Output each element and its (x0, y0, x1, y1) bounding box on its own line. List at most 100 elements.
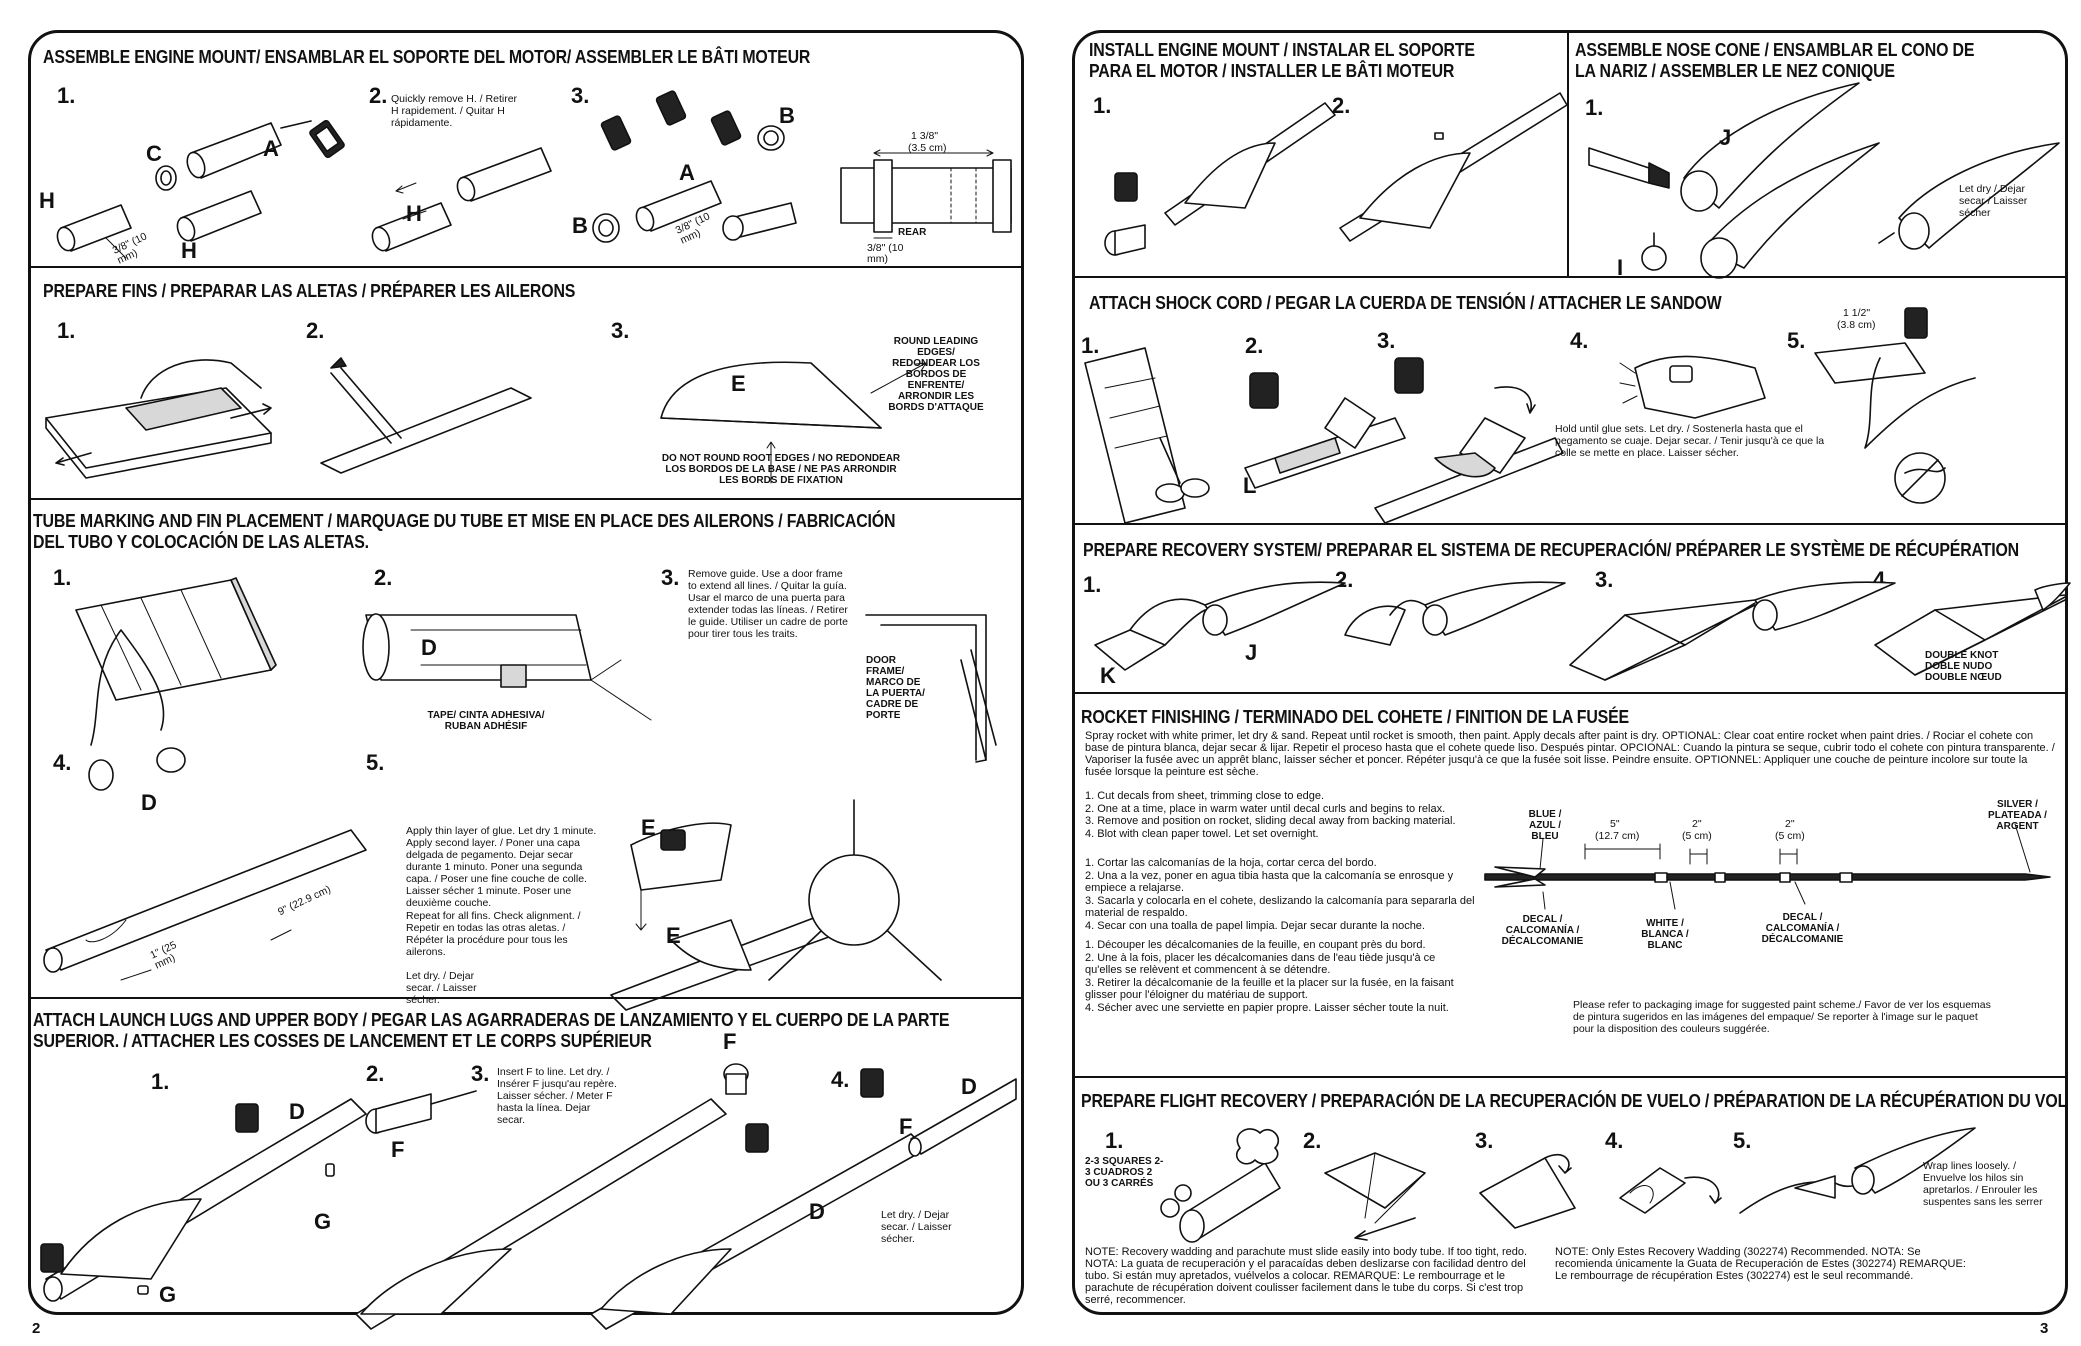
section-title: ATTACH LAUNCH LUGS AND UPPER BODY / PEGA… (33, 1009, 950, 1030)
section-title: ASSEMBLE ENGINE MOUNT/ ENSAMBLAR EL SOPO… (43, 46, 811, 67)
dimension-label: (3.5 cm) (908, 142, 947, 154)
rear-label: REAR (898, 227, 927, 238)
part-label-I: I (1617, 255, 1624, 280)
decal-label: DECAL / CALCOMANÍA / DÉCALCOMANIE (1761, 912, 1844, 945)
part-label-D: D (289, 1099, 305, 1124)
step-number: 3. (1475, 1128, 1494, 1153)
hold-note: Hold until glue sets. Let dry. / Sostene… (1555, 423, 1825, 459)
fins-illustration (45, 357, 927, 484)
part-label-D: D (809, 1199, 825, 1224)
root-edges-note: DO NOT ROUND ROOT EDGES / NO REDONDEAR L… (661, 453, 901, 486)
dimension-label: 2" (1692, 818, 1702, 830)
step4-note: Let dry. / Dejar secar. / Laisser sécher… (881, 1209, 952, 1245)
step5-note: Apply thin layer of glue. Let dry 1 minu… (406, 825, 597, 909)
part-label-J: J (1245, 640, 1258, 665)
part-label-H: H (406, 201, 422, 226)
step-number: 3. (661, 565, 680, 590)
step-number: 2. (374, 565, 393, 590)
part-label-B: B (779, 103, 795, 128)
color-label-white: WHITE / BLANCA / BLANC (1641, 918, 1689, 951)
dimension-label: (12.7 cm) (1595, 830, 1640, 842)
section-title: LA NARIZ / ASSEMBLER LE NEZ CONIQUE (1575, 60, 1895, 81)
flight-recovery-illustration (1160, 1127, 1976, 1243)
part-label-G: G (314, 1209, 332, 1234)
step-number: 5. (1787, 328, 1806, 353)
part-label-H: H (181, 238, 197, 263)
dimension-label: 1 1/2" (1843, 307, 1871, 319)
decal-instructions-es: 1. Cortar las calcomanías de la hoja, co… (1085, 857, 1475, 932)
step-number: 4. (1605, 1128, 1624, 1153)
step-number: 2. (366, 1061, 385, 1086)
decal-instructions-en: 1. Cut decals from sheet, trimming close… (1085, 790, 1456, 840)
section-rocket-finishing: ROCKET FINISHING / TERMINADO DEL COHETE … (1075, 694, 2065, 1076)
decal-label: DECAL / CALCOMANÍA / DÉCALCOMANIE (1501, 914, 1584, 947)
finishing-intro: Spray rocket with white primer, let dry … (1085, 730, 2055, 778)
section-title: PREPARE RECOVERY SYSTEM/ PREPARAR EL SIS… (1083, 539, 2020, 560)
section-title: TUBE MARKING AND FIN PLACEMENT / MARQUAG… (33, 510, 896, 531)
step-number: 3. (471, 1061, 490, 1086)
page-number: 3 (2040, 1320, 2049, 1337)
step-number: 5. (1733, 1128, 1752, 1153)
step-number: 3. (1377, 328, 1396, 353)
tube-marking-illustration (43, 577, 997, 1011)
dimension-label: (5 cm) (1775, 830, 1805, 842)
step-number: 1. (57, 83, 76, 108)
step-number: 1. (1083, 572, 1102, 597)
step5-note: Repeat for all fins. Check alignment. / … (406, 910, 581, 958)
double-knot-label: DOUBLE KNOT DOBLE NUDO DOUBLE NŒUD (1925, 650, 2002, 683)
let-dry-note: Let dry / Dejar secar / Laisser sécher (1959, 183, 2028, 219)
step-number: 1. (1081, 333, 1100, 358)
step-number: 4. (831, 1067, 850, 1092)
step-number: 3. (571, 83, 590, 108)
color-label-silver: SILVER / PLATEADA / ARGENT (1988, 799, 2047, 832)
part-label-D: D (421, 635, 437, 660)
part-label-J: J (1719, 125, 1732, 150)
section-assemble-engine-mount: ASSEMBLE ENGINE MOUNT/ ENSAMBLAR EL SOPO… (31, 33, 1021, 267)
dimension-label: 1 3/8" (911, 130, 939, 142)
part-label-K: K (1100, 663, 1116, 688)
recovery-system-illustration (1094, 581, 2071, 681)
nose-cone-illustration (1588, 82, 2060, 279)
recovery-note: NOTE: Recovery wadding and parachute mus… (1085, 1246, 1528, 1306)
install-mount-illustration (1104, 92, 1568, 256)
step-number: 2. (1245, 333, 1264, 358)
section-launch-lugs: ATTACH LAUNCH LUGS AND UPPER BODY / PEGA… (31, 999, 1021, 1330)
step-number: 1. (151, 1069, 170, 1094)
step3-note: Insert F to line. Let dry. / Insérer F j… (497, 1066, 617, 1126)
launch-lugs-illustration (40, 1063, 1017, 1330)
part-label-E: E (641, 815, 656, 840)
step-number: 5. (366, 750, 385, 775)
part-label-F: F (723, 1029, 737, 1054)
part-label-D: D (141, 790, 157, 815)
step-number: 2. (1332, 93, 1351, 118)
step-number: 1. (53, 565, 72, 590)
part-label-A: A (263, 136, 279, 161)
dimension-label: 5" (1610, 818, 1620, 830)
instruction-page-right: INSTALL ENGINE MOUNT / INSTALAR EL SOPOR… (1072, 30, 2071, 1315)
section-prepare-recovery-system: PREPARE RECOVERY SYSTEM/ PREPARAR EL SIS… (1075, 525, 2071, 692)
step-number: 1. (57, 318, 76, 343)
part-label-H: H (39, 188, 55, 213)
dimension-label: (3.8 cm) (1837, 319, 1876, 331)
step-number: 1. (1585, 95, 1604, 120)
part-label-G: G (159, 1282, 177, 1307)
instruction-page-left: ASSEMBLE ENGINE MOUNT/ ENSAMBLAR EL SOPO… (28, 30, 1024, 1330)
page-number: 2 (32, 1320, 41, 1337)
step-number: 2. (1303, 1128, 1322, 1153)
part-label-F: F (391, 1137, 405, 1162)
squares-label: 2-3 SQUARES 2-3 CUADROS 2 OU 3 CARRÉS (1085, 1156, 1164, 1189)
section-title: PREPARE FLIGHT RECOVERY / PREPARACIÓN DE… (1081, 1090, 2068, 1111)
section-title: DEL TUBO Y COLOCACIÓN DE LAS ALETAS. (33, 531, 369, 552)
section-prepare-flight-recovery: PREPARE FLIGHT RECOVERY / PREPARACIÓN DE… (1075, 1078, 2068, 1315)
section-title: INSTALL ENGINE MOUNT / INSTALAR EL SOPOR… (1089, 39, 1475, 60)
decal-instructions-fr: 1. Découper les décalcomanies de la feui… (1085, 939, 1454, 1014)
section-install-engine-mount: INSTALL ENGINE MOUNT / INSTALAR EL SOPOR… (1075, 33, 1568, 276)
step-number: 4. (53, 750, 72, 775)
part-label-D: D (961, 1074, 977, 1099)
tape-label: TAPE/ CINTA ADHESIVA/ RUBAN ADHÉSIF (427, 710, 545, 732)
section-title: PREPARE FINS / PREPARAR LAS ALETAS / PRÉ… (43, 280, 576, 301)
wrap-lines-note: Wrap lines loosely. / Envuelve los hilos… (1923, 1160, 2043, 1208)
part-label-B: B (572, 213, 588, 238)
step-number: 3. (611, 318, 630, 343)
section-title: PARA EL MOTOR / INSTALLER LE BÂTI MOTEUR (1089, 60, 1455, 81)
